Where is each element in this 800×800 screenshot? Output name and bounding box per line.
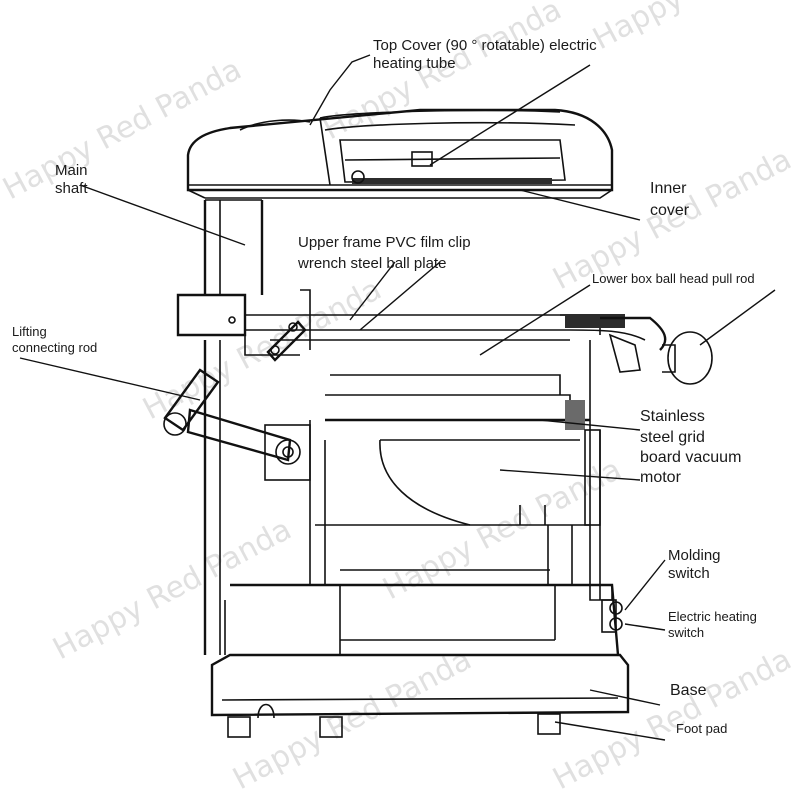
label-foot-pad: Foot pad — [676, 721, 727, 736]
watermark: Happy Red Panda — [0, 52, 247, 207]
label-stainless: Stainless — [640, 408, 705, 425]
label-base: Base — [670, 682, 707, 699]
label-stainless-line2: steel grid — [640, 429, 705, 446]
label-molding-switch: Molding — [668, 547, 721, 564]
vacuum-box — [325, 374, 601, 526]
label-upper-frame: Upper frame PVC film clip — [298, 234, 471, 251]
label-main-shaft-line2: shaft — [55, 180, 88, 197]
label-heating-switch: Electric heating — [668, 609, 757, 624]
watermark: Happy Red Panda — [227, 642, 477, 797]
lifting-connecting-rod — [163, 320, 311, 481]
label-inner-cover-line2: cover — [650, 202, 690, 219]
watermark: Happy Red Panda — [317, 0, 567, 147]
labels: Top Cover (90 ° rotatable) electric heat… — [12, 37, 757, 736]
main-shaft — [203, 199, 264, 295]
label-top-cover: Top Cover (90 ° rotatable) electric — [373, 37, 597, 54]
label-upper-frame-line2: wrench steel ball plate — [297, 255, 446, 272]
leader-lines — [19, 54, 776, 741]
label-inner-cover: Inner — [650, 180, 687, 197]
ball-head-pull-rod — [600, 316, 713, 385]
label-lifting-rod: Lifting — [12, 324, 47, 339]
label-top-cover-line2: heating tube — [373, 55, 456, 72]
base — [210, 653, 630, 719]
label-stainless-line3: board vacuum — [640, 449, 741, 466]
label-molding-switch-line2: switch — [668, 565, 710, 582]
label-heating-switch-line2: switch — [668, 625, 704, 640]
foot-pads — [227, 713, 561, 738]
switch-housing — [601, 599, 623, 633]
label-stainless-line4: motor — [640, 469, 682, 486]
watermark: Happy Red Panda — [547, 642, 797, 797]
label-lifting-rod-line2: connecting rod — [12, 340, 97, 355]
label-lower-box-pull-rod: Lower box ball head pull rod — [592, 271, 755, 286]
top-cover — [186, 108, 614, 199]
watermark: Happy Red Panda — [587, 0, 800, 57]
watermark: Happy Red Panda — [47, 512, 297, 667]
label-main-shaft: Main — [55, 162, 88, 179]
